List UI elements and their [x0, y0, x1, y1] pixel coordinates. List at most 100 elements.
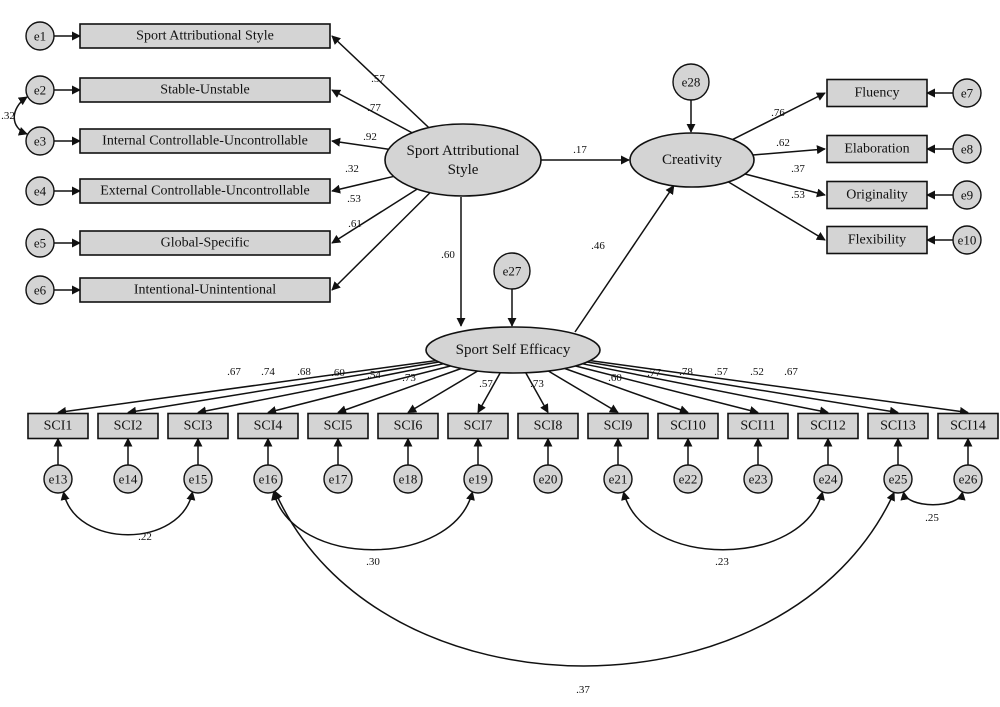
loading-value: .73: [530, 378, 544, 390]
creativity-indicator-box: [826, 225, 928, 255]
error-label: e20: [539, 472, 558, 487]
loading-arrow: [407, 370, 479, 414]
sse-indicator-box: [97, 412, 159, 440]
error-term: [25, 176, 55, 206]
sse-indicator-box: [797, 412, 859, 440]
sas-indicator-label: Sport Attributional Style: [136, 29, 274, 44]
error-label: e22: [679, 472, 698, 487]
loading-arrow: [57, 359, 436, 416]
loading-value: .57: [371, 73, 385, 85]
sse-indicator-box: [447, 412, 509, 440]
loading-arrow: [337, 367, 462, 415]
sse-indicator-label: SCI7: [464, 419, 493, 434]
disturbance-e28: [672, 63, 710, 101]
sas-indicator-box: [79, 230, 331, 256]
loading-value: .60: [331, 367, 345, 379]
loading-value: .77: [367, 102, 381, 114]
sse-indicator-box: [517, 412, 579, 440]
error-label: e27: [503, 264, 522, 279]
loading-value: .57: [714, 366, 728, 378]
sse-indicator-label: SCI11: [740, 419, 775, 434]
error-term: [183, 464, 213, 494]
loading-arrow: [197, 363, 444, 416]
loading-value: .61: [348, 218, 362, 230]
loading-arrow: [587, 361, 899, 416]
latent-label: Style: [448, 162, 479, 178]
sse-indicator-label: SCI4: [254, 419, 283, 434]
loading-value: .78: [679, 366, 693, 378]
creativity-indicator-label: Fluency: [854, 86, 899, 101]
error-term: [43, 464, 73, 494]
sse-indicator-label: SCI6: [394, 419, 423, 434]
covariance-value: .25: [925, 512, 939, 524]
error-term: [253, 464, 283, 494]
error-label: e18: [399, 472, 418, 487]
covariance-e13-e15: [60, 490, 196, 536]
sas-indicator-box: [79, 277, 331, 303]
error-term: [463, 464, 493, 494]
sse-indicator-label: SCI13: [880, 419, 916, 434]
creativity-indicator-box: [826, 180, 928, 210]
sse-indicator-label: SCI1: [44, 419, 73, 434]
error-term: [25, 21, 55, 51]
covariance-value: .30: [366, 556, 380, 568]
loading-arrow: [331, 35, 430, 129]
loading-arrow: [331, 175, 394, 194]
sse-indicator-box: [587, 412, 649, 440]
error-term: [113, 464, 143, 494]
loading-arrow: [127, 361, 439, 416]
loading-arrow: [267, 365, 451, 415]
sas-indicator-label: Internal Controllable-Uncontrollable: [102, 134, 308, 149]
sse-indicator-label: SCI9: [604, 419, 633, 434]
error-label: e28: [682, 75, 701, 90]
loading-arrow: [331, 188, 418, 244]
latent-creativity: [629, 132, 755, 188]
sse-indicator-label: SCI8: [534, 419, 563, 434]
creativity-indicator-label: Elaboration: [844, 142, 909, 157]
sse-indicator-box: [377, 412, 439, 440]
error-label: e19: [469, 472, 488, 487]
sas-indicator-label: External Controllable-Uncontrollable: [100, 184, 310, 199]
error-term: [673, 464, 703, 494]
sse-indicator-box: [727, 412, 789, 440]
sse-indicator-box: [27, 412, 89, 440]
error-label: e2: [34, 83, 46, 98]
loading-value: .37: [791, 163, 805, 175]
error-term: [952, 134, 982, 164]
loading-value: .77: [647, 367, 661, 379]
latent-label: Sport Self Efficacy: [456, 342, 571, 358]
covariance-e16-e25: [274, 490, 895, 667]
covariance-value: .32: [1, 110, 15, 122]
loading-arrow: [732, 92, 826, 141]
disturbance-e27: [493, 252, 531, 290]
error-label: e21: [609, 472, 628, 487]
latent-sport-attributional-style: [384, 123, 542, 197]
sse-indicator-box: [307, 412, 369, 440]
error-label: e1: [34, 29, 46, 44]
creativity-indicator-box: [826, 134, 928, 164]
latent-label: Sport Attributional: [407, 143, 520, 159]
loading-arrow: [331, 137, 389, 150]
sas-indicator-box: [79, 23, 331, 49]
sse-indicator-label: SCI10: [670, 419, 706, 434]
error-term: [25, 275, 55, 305]
loading-value: .73: [402, 372, 416, 384]
sse-indicator-box: [867, 412, 929, 440]
creativity-indicator-box: [826, 78, 928, 108]
loading-value: .68: [297, 366, 311, 378]
loading-value: .76: [771, 107, 785, 119]
error-label: e16: [259, 472, 278, 487]
loading-arrow: [564, 367, 689, 415]
error-label: e6: [34, 283, 47, 298]
path-sse-creativity: [574, 185, 675, 333]
error-term: [533, 464, 563, 494]
error-term: [323, 464, 353, 494]
loading-value: .52: [750, 366, 764, 378]
error-term: [743, 464, 773, 494]
path-value: .60: [441, 249, 455, 261]
error-label: e7: [961, 86, 974, 101]
sse-indicator-label: SCI3: [184, 419, 213, 434]
error-term: [952, 180, 982, 210]
sas-indicator-box: [79, 178, 331, 204]
